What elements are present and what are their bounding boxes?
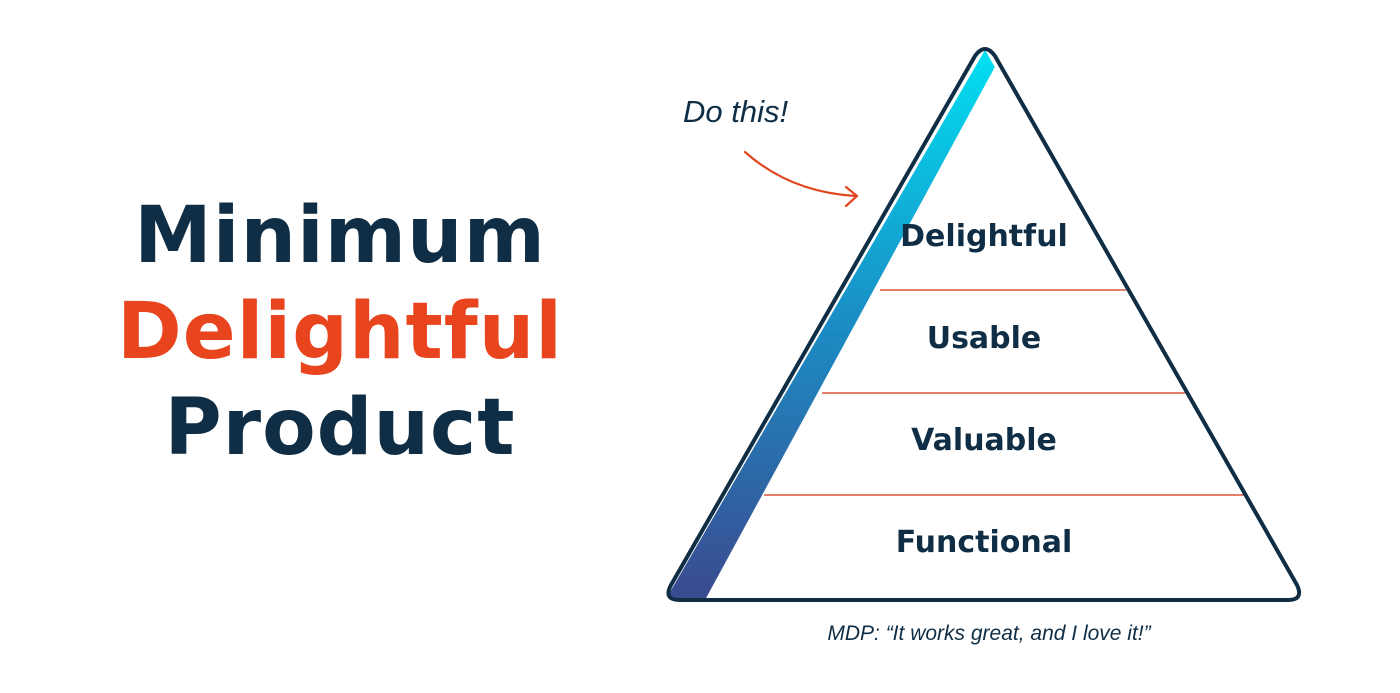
level-usable: Usable bbox=[926, 321, 1042, 356]
title-line-product: Product bbox=[164, 383, 516, 473]
title-line-minimum: Minimum bbox=[134, 191, 546, 281]
level-functional: Functional bbox=[895, 525, 1073, 560]
curved-arrow-icon bbox=[743, 150, 859, 208]
pyramid-outline bbox=[666, 47, 1302, 602]
level-delightful: Delightful bbox=[900, 219, 1068, 254]
caption: MDP: “It works great, and I love it!” bbox=[827, 622, 1151, 645]
title-line-delightful: Delightful bbox=[117, 287, 563, 377]
annotation-text: Do this! bbox=[683, 94, 789, 129]
page-title: Minimum Delightful Product bbox=[110, 188, 570, 476]
level-valuable: Valuable bbox=[911, 423, 1057, 458]
